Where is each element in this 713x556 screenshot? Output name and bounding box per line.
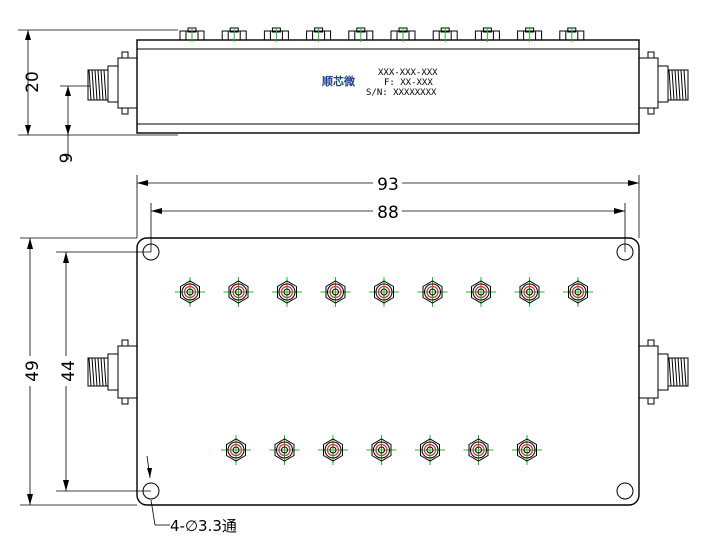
port-bottom-6: [463, 435, 494, 465]
port-bottom-1: [221, 435, 251, 465]
port-top-3: [272, 277, 302, 307]
dimension-93: 93: [136, 175, 640, 238]
side-port-3: [263, 27, 289, 42]
side-port-7: [432, 27, 458, 42]
dimension-93-label: 93: [377, 175, 399, 195]
side-port-10: [559, 27, 585, 42]
port-top-1: [175, 277, 205, 307]
dimension-88-label: 88: [377, 203, 399, 223]
left-sma-connector-side: [87, 51, 138, 115]
mounting-hole-bottom-right: [616, 482, 634, 500]
port-bottom-3: [318, 435, 348, 465]
side-port-2: [221, 27, 247, 42]
side-port-8: [474, 27, 500, 42]
dimension-49-label: 49: [23, 360, 43, 382]
port-top-2: [223, 277, 254, 307]
dimension-44-label: 44: [59, 360, 79, 382]
left-sma-connector-top: [87, 339, 138, 405]
hole-note-label: 4-∅3.3通: [170, 517, 237, 535]
dimension-44: 44: [56, 251, 151, 492]
dimension-49: 49: [20, 237, 137, 506]
port-bottom-2: [269, 435, 300, 465]
port-top-7: [466, 277, 496, 307]
dimension-9: 9: [57, 85, 90, 164]
port-bottom-5: [415, 435, 445, 465]
port-top-8: [514, 277, 545, 307]
side-port-4: [306, 27, 332, 42]
dimension-9-label: 9: [57, 153, 77, 164]
right-sma-connector-top: [638, 339, 689, 405]
side-port-1: [179, 27, 205, 42]
port-top-5: [369, 277, 399, 307]
top-view-body: [136, 237, 640, 506]
side-view: 顺芯微 XXX-XXX-XXX F: XX-XXX S/N: XXXXXXXX …: [18, 27, 689, 164]
logo-text: 顺芯微: [322, 74, 356, 88]
bottom-row-ports: [221, 435, 542, 465]
top-row-ports: [175, 277, 593, 307]
port-top-9: [563, 277, 593, 307]
port-bottom-7: [512, 435, 542, 465]
frequency-text: F: XX-XXX: [384, 78, 433, 88]
side-top-ports: [179, 27, 585, 42]
part-number-text: XXX-XXX-XXX: [378, 68, 438, 78]
top-view: 93 88 49 44: [20, 175, 689, 535]
dimension-20: 20: [18, 29, 178, 136]
side-port-6: [390, 27, 416, 42]
dimension-88: 88: [150, 203, 626, 252]
serial-text: S/N: XXXXXXXX: [366, 88, 437, 98]
right-sma-connector-side: [638, 51, 689, 115]
side-port-5: [348, 27, 374, 42]
port-top-4: [320, 277, 351, 307]
port-top-6: [417, 277, 448, 307]
port-bottom-4: [366, 435, 397, 465]
hole-note: 4-∅3.3通: [146, 455, 237, 535]
side-port-9: [517, 27, 543, 42]
dimension-20-label: 20: [23, 71, 43, 93]
